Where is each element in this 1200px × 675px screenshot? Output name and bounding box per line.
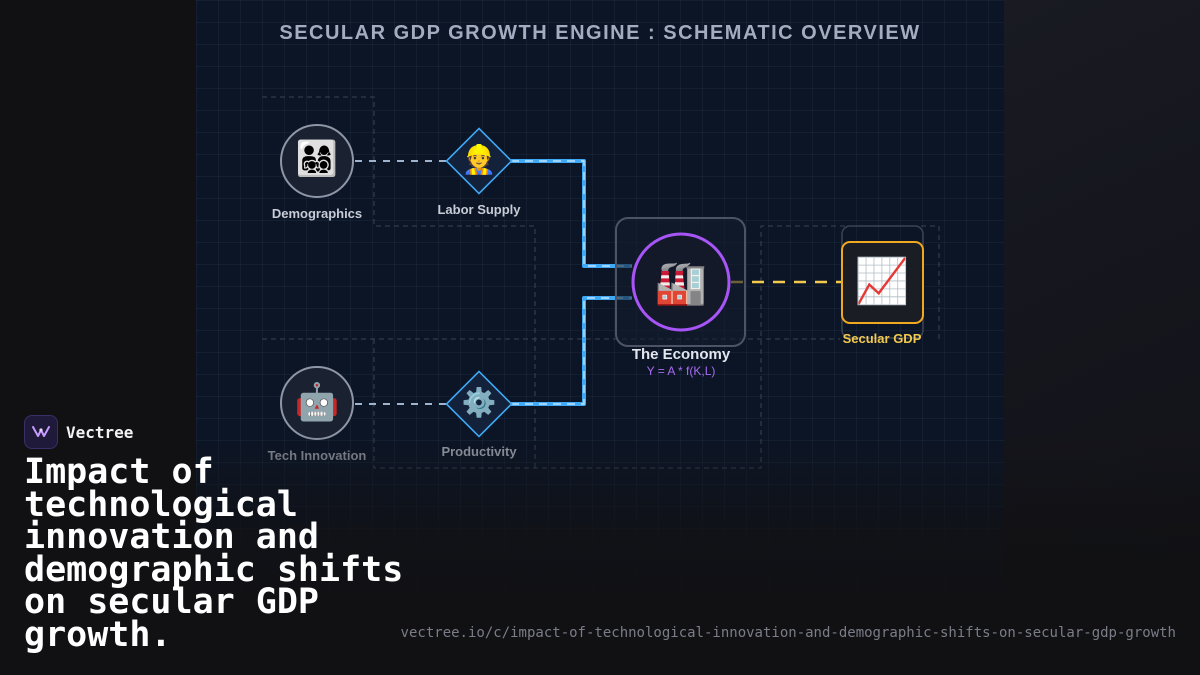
construction-worker-icon: 👷	[461, 143, 497, 176]
page-headline: Impact of technological innovation and d…	[24, 452, 404, 655]
diagram-title: SECULAR GDP GROWTH ENGINE : SCHEMATIC OV…	[279, 22, 921, 44]
economy-formula: Y = A * f(K,L)	[646, 364, 716, 378]
secular-gdp-label: Secular GDP	[842, 331, 922, 346]
factory-icon: 🏭	[654, 258, 708, 307]
gear-icon: ⚙️	[461, 386, 497, 419]
economy-label: The Economy	[631, 346, 731, 363]
labor-supply-label: Labor Supply	[437, 202, 521, 217]
brand-name: Vectree	[66, 422, 134, 442]
brand[interactable]: Vectree	[24, 415, 133, 449]
chart-increasing-icon: 📈	[854, 256, 910, 307]
demographics-label: Demographics	[271, 206, 363, 221]
vectree-logo-icon	[24, 415, 58, 449]
family-icon: 👨‍👩‍👧‍👦	[295, 139, 339, 179]
page-url[interactable]: vectree.io/c/impact-of-technological-inn…	[400, 625, 1176, 641]
robot-icon: 🤖	[294, 382, 340, 423]
